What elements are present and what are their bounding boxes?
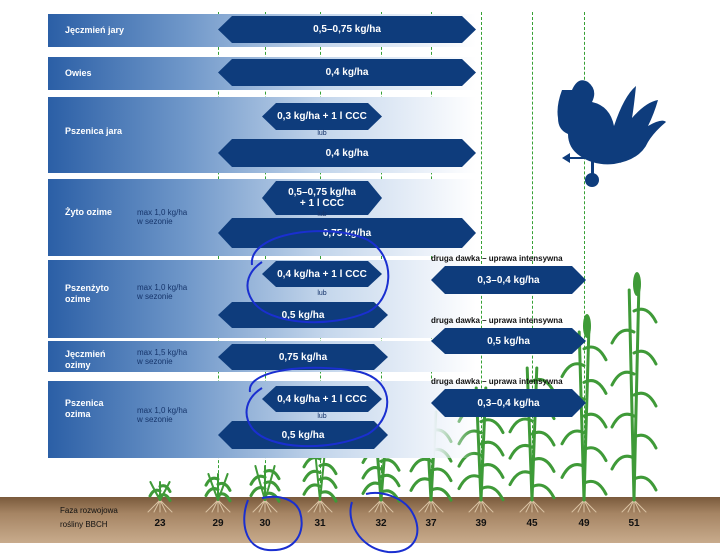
bbch-code: 32 (375, 518, 387, 529)
dose-arrow: 0,5–0,75 kg/ha + 1 l CCC (262, 181, 382, 215)
dose-arrow: 0,75 kg/ha (218, 344, 388, 370)
crop-name: Jęczmień ozimy (65, 349, 106, 370)
crop-name: Żyto ozime (65, 207, 113, 217)
soil-strip (0, 497, 720, 543)
second-dose-label: druga dawka – uprawa intensywna (431, 254, 563, 263)
hand-drawn-circle (246, 230, 390, 324)
season-max-note: max 1,5 kg/ha w sezonie (137, 348, 188, 366)
bbch-code: 51 (628, 518, 640, 529)
season-max-note: max 1,0 kg/ha w sezonie (137, 406, 188, 424)
or-label: lub (317, 130, 327, 137)
stage-label-line1: Faza rozwojowa (60, 506, 118, 515)
dose-arrow: 0,5 kg/ha (218, 421, 388, 449)
bbch-code: 37 (425, 518, 437, 529)
bbch-code: 29 (212, 518, 224, 529)
crop-name: Pszenica jara (65, 126, 123, 136)
season-max-note: max 1,0 kg/ha w sezonie (137, 283, 188, 301)
dose-arrow: 0,3 kg/ha + 1 l CCC (262, 103, 382, 130)
bbch-code: 39 (475, 518, 487, 529)
dose-arrow: 0,4 kg/ha + 1 l CCC (262, 261, 382, 287)
second-dose-arrow: 0,5 kg/ha (431, 328, 586, 354)
dose-arrow: 0,4 kg/ha + 1 l CCC (262, 386, 382, 412)
bbch-code: 31 (314, 518, 326, 529)
second-dose-arrow: 0,3–0,4 kg/ha (431, 266, 586, 294)
hand-drawn-circle (243, 495, 303, 552)
crop-name: Pszenica ozima (65, 398, 104, 419)
second-dose-arrow: 0,3–0,4 kg/ha (431, 389, 586, 417)
wheat-plant-icon (147, 481, 173, 513)
stage-guide-line (481, 12, 482, 498)
bbch-code: 30 (259, 518, 271, 529)
crop-name: Jęczmień jary (65, 25, 125, 35)
season-max-note: max 1,0 kg/ha w sezonie (137, 208, 188, 226)
stage-label-line2: rośliny BBCH (60, 520, 108, 529)
or-label: lub (317, 211, 327, 218)
hand-drawn-circle (349, 492, 419, 554)
or-label: lub (317, 290, 327, 297)
second-dose-label: druga dawka – uprawa intensywna (431, 316, 563, 325)
dose-arrow: 0,4 kg/ha (218, 59, 476, 86)
stage-guide-line (532, 12, 533, 498)
crop-name: Pszenżyto ozime (65, 283, 110, 304)
dose-arrow: 0,4 kg/ha (218, 139, 476, 167)
bbch-code: 23 (154, 518, 166, 529)
stage-guide-line (584, 12, 585, 498)
bbch-code: 45 (526, 518, 538, 529)
wheat-plant-icon (610, 272, 658, 513)
dose-arrow: 0,5–0,75 kg/ha (218, 16, 476, 43)
hand-drawn-circle (245, 366, 389, 448)
bbch-code: 49 (578, 518, 590, 529)
rooster-weathervane-icon (557, 80, 666, 187)
second-dose-label: druga dawka – uprawa intensywna (431, 377, 563, 386)
crop-name: Owies (65, 68, 92, 78)
or-label: lub (317, 413, 327, 420)
